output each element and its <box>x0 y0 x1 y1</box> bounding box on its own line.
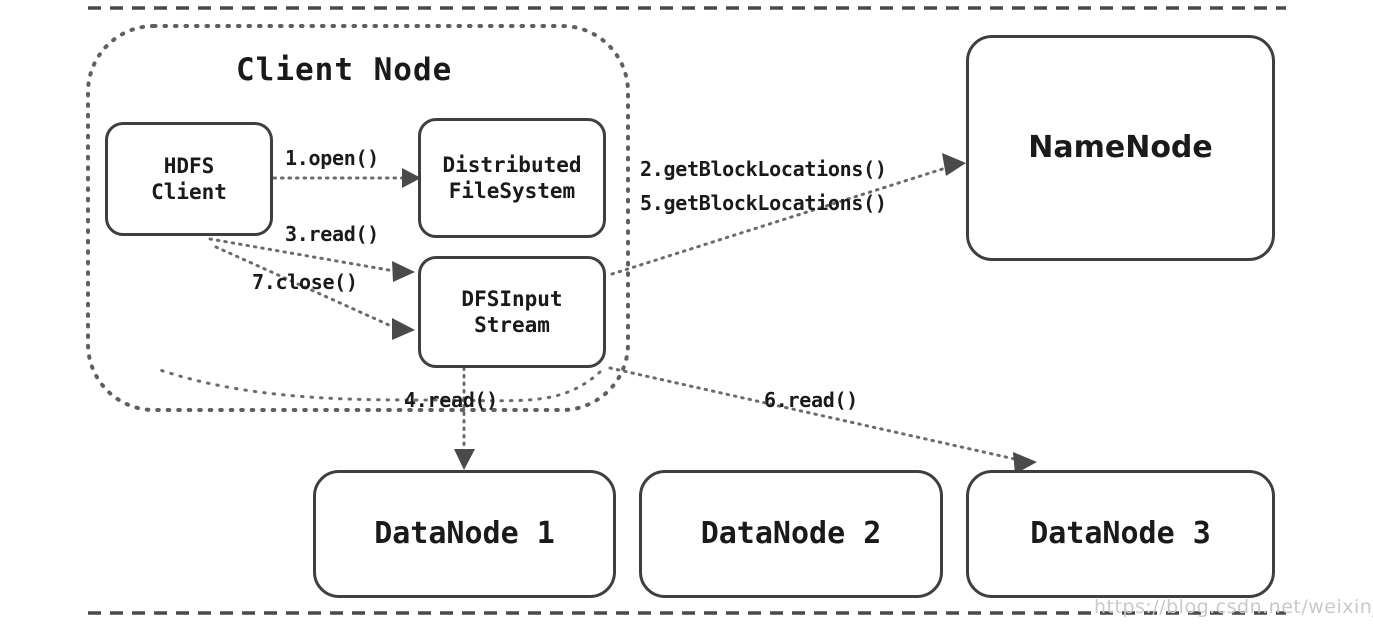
node-datanode-2[interactable]: DataNode 2 <box>639 470 943 598</box>
edge-read4-curve <box>158 368 602 403</box>
client-node-title: Client Node <box>236 52 453 88</box>
edge-label-close-7: 7.close() <box>252 270 358 294</box>
node-hdfs-client[interactable]: HDFS Client <box>105 122 273 236</box>
edge-read4-connector <box>454 366 475 470</box>
node-datanode-1[interactable]: DataNode 1 <box>313 470 616 598</box>
node-distributed-filesystem[interactable]: Distributed FileSystem <box>418 118 606 238</box>
edge-open-connector <box>272 168 421 188</box>
watermark-text: https://blog.csdn.net/weixin_43418390 <box>1094 596 1373 618</box>
edge-label-open: 1.open() <box>285 146 379 170</box>
edge-label-read-3: 3.read() <box>285 222 379 246</box>
node-namenode[interactable]: NameNode <box>966 35 1275 261</box>
node-dfs-input-stream[interactable]: DFSInput Stream <box>418 256 606 368</box>
node-datanode-3[interactable]: DataNode 3 <box>966 470 1275 598</box>
edge-label-read-4: 4.read() <box>404 388 498 412</box>
edge-label-getblocklocations-5: 5.getBlockLocations() <box>640 191 887 215</box>
edge-label-getblocklocations-2: 2.getBlockLocations() <box>640 157 887 181</box>
edge-read6-connector <box>608 366 1037 474</box>
edge-label-read-6: 6.read() <box>764 388 858 412</box>
